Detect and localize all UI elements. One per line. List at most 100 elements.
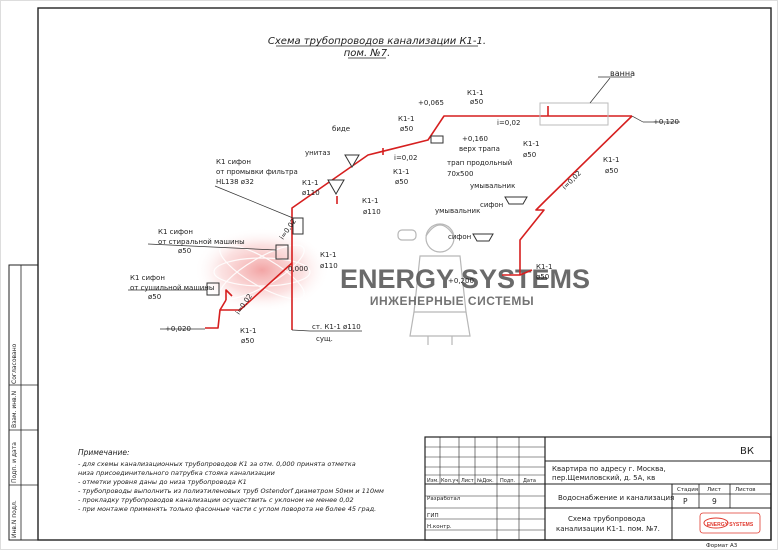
label-trap-verkh: верх трапа	[459, 145, 500, 153]
label-vanna: ванна	[610, 69, 635, 78]
format-value: А3	[730, 543, 738, 549]
label-i002-mid: i=0,02	[394, 154, 417, 162]
stamp-inv-podl: Инв.N подл.	[11, 500, 18, 538]
label-d110-mid-c: ø110	[363, 208, 381, 216]
bathtub-symbol	[539, 102, 609, 126]
label-elev-0120: +0,120	[653, 118, 679, 126]
label-elev-0000: 0,000	[288, 265, 308, 273]
label-d50-wash: ø50	[178, 247, 191, 255]
tb-address-2: пер.Щемиловский, д. 5А, кв	[552, 474, 655, 482]
tb-header-list: Лист	[461, 478, 474, 484]
label-umyvalnik-2: умывальник	[435, 207, 480, 215]
watermark-worker-figure	[397, 223, 471, 345]
label-k11-top-b: К1-1	[398, 115, 414, 123]
label-k11-right-b: К1-1	[603, 156, 619, 164]
label-sifon-wash-2: от стиральной машины	[158, 238, 245, 246]
label-k11-mid-a: К1-1	[393, 168, 409, 176]
dryer-siphon-symbol	[206, 282, 220, 296]
tb-stage-value: Р	[683, 497, 688, 506]
tb-stage-label: Стадия	[677, 487, 698, 493]
filter-siphon-symbol	[292, 217, 304, 235]
label-d50-right-b: ø50	[605, 167, 618, 175]
stamp-vzam-inv: Взам. инв.N	[11, 391, 18, 428]
label-sifon-2: сифон	[448, 233, 471, 241]
label-k11-right-c: К1-1	[536, 263, 552, 271]
watermark-tagline: ИНЖЕНЕРНЫЕ СИСТЕМЫ	[370, 294, 534, 308]
tb-header-izm: Изм.	[427, 478, 439, 484]
label-d50-right-c: ø50	[536, 273, 549, 281]
label-k11-mid-d: К1-1	[320, 251, 336, 259]
label-sifon-filter-1: К1 сифон	[216, 158, 251, 166]
tb-header-kol: Кол.уч.	[441, 478, 460, 484]
tb-address-1: Квартира по адресу г. Москва,	[552, 465, 666, 473]
wash-siphon-symbol	[275, 244, 289, 260]
label-elev-0020: +0,020	[165, 325, 191, 333]
title-block	[424, 436, 772, 541]
stamp-soglasovano: Согласовано	[11, 343, 18, 384]
label-st-k11: ст. К1-1 ø110	[312, 323, 361, 331]
tb-role-nkontr: Н.контр.	[427, 524, 452, 530]
label-umyvalnik-1: умывальник	[470, 182, 515, 190]
title-block-text: Изм. Кол.уч. Лист №Док. Подп. Дата Разра…	[427, 446, 761, 549]
tb-drawing-1: Схема трубопровода	[568, 515, 645, 523]
format-label: Формат	[706, 543, 729, 549]
notes-line-5: - прокладку трубопроводов канализации ос…	[78, 496, 354, 504]
label-sushch: сущ.	[316, 335, 333, 343]
label-sifon-filter-3: HL138 ø32	[216, 178, 254, 186]
label-trap-size: 70х500	[447, 170, 473, 178]
sewer-pipe-route	[205, 106, 633, 330]
label-i002-right: i=0,02	[561, 169, 583, 191]
label-d50-right-a: ø50	[523, 151, 536, 159]
tb-sheet-value: 9	[712, 497, 717, 506]
label-i002-top: i=0,02	[497, 119, 520, 127]
watermark-brand: ENERGY SYSTEMS	[340, 264, 590, 294]
label-elev-0065: +0,065	[418, 99, 444, 107]
tb-header-podp: Подп.	[500, 478, 516, 484]
diagram-title: Схема трубопроводов канализации К1-1.	[268, 35, 486, 47]
fixtures	[206, 102, 609, 296]
tb-code: ВК	[740, 446, 754, 457]
tb-role-razrabotal: Разработал	[427, 496, 461, 502]
label-k11-top-a: К1-1	[467, 89, 483, 97]
tb-header-data: Дата	[523, 478, 536, 484]
notes-heading: Примечание:	[78, 448, 130, 457]
label-sifon-1: сифон	[480, 201, 503, 209]
label-d50-dry: ø50	[148, 293, 161, 301]
leader-lines	[128, 76, 680, 332]
label-bide: биде	[332, 125, 350, 133]
tb-header-ndok: №Док.	[477, 478, 494, 484]
label-sifon-wash-1: К1 сифон	[158, 228, 193, 236]
stamp-podp-data: Подп. и дата	[11, 442, 18, 483]
notes-line-2: низа присоединительного патрубка стояка …	[78, 469, 275, 477]
label-sifon-dry-1: К1 сифон	[130, 274, 165, 282]
washbasin-symbol-1	[504, 196, 528, 205]
tb-role-gip: ГИП	[427, 513, 439, 519]
floor-trap-symbol	[430, 135, 444, 144]
notes-line-3: - отметки уровня даны до низа трубопрово…	[78, 478, 247, 486]
notes-block: Примечание: - для схемы канализационных …	[78, 448, 384, 513]
diagram-subtitle: пом. №7.	[344, 48, 391, 59]
label-elev-0160: +0,160	[462, 135, 488, 143]
side-stamp: Согласовано Взам. инв.N Подп. и дата Инв…	[8, 264, 39, 541]
notes-line-6: - при монтаже применять только фасонные …	[78, 505, 376, 513]
label-sifon-filter-2: от промывки фильтра	[216, 168, 298, 176]
label-k11-right-a: К1-1	[523, 140, 539, 148]
toilet-symbol	[327, 179, 345, 196]
label-unitaz: унитаз	[305, 149, 331, 157]
label-k11-mid-c: К1-1	[362, 197, 378, 205]
label-elev-0200: +0,200	[448, 277, 474, 285]
label-d50-low: ø50	[241, 337, 254, 345]
tb-logo-text: ENERGY SYSTEMS	[707, 522, 754, 528]
label-trap-prod: трап продольный	[447, 159, 512, 167]
label-d110-mid-b: ø110	[302, 189, 320, 197]
label-k11-low: К1-1	[240, 327, 256, 335]
notes-line-1: - для схемы канализационных трубопроводо…	[78, 460, 356, 468]
tb-drawing-2: канализации К1-1. пом. №7.	[556, 525, 660, 533]
tb-sheets-label: Листов	[735, 487, 756, 493]
label-k11-mid-b: К1-1	[302, 179, 318, 187]
tb-section: Водоснабжение и канализация	[558, 494, 674, 502]
label-sifon-dry-2: от сушильной машины	[130, 284, 214, 292]
tb-sheet-label: Лист	[707, 487, 722, 493]
bidet-symbol	[344, 154, 360, 168]
